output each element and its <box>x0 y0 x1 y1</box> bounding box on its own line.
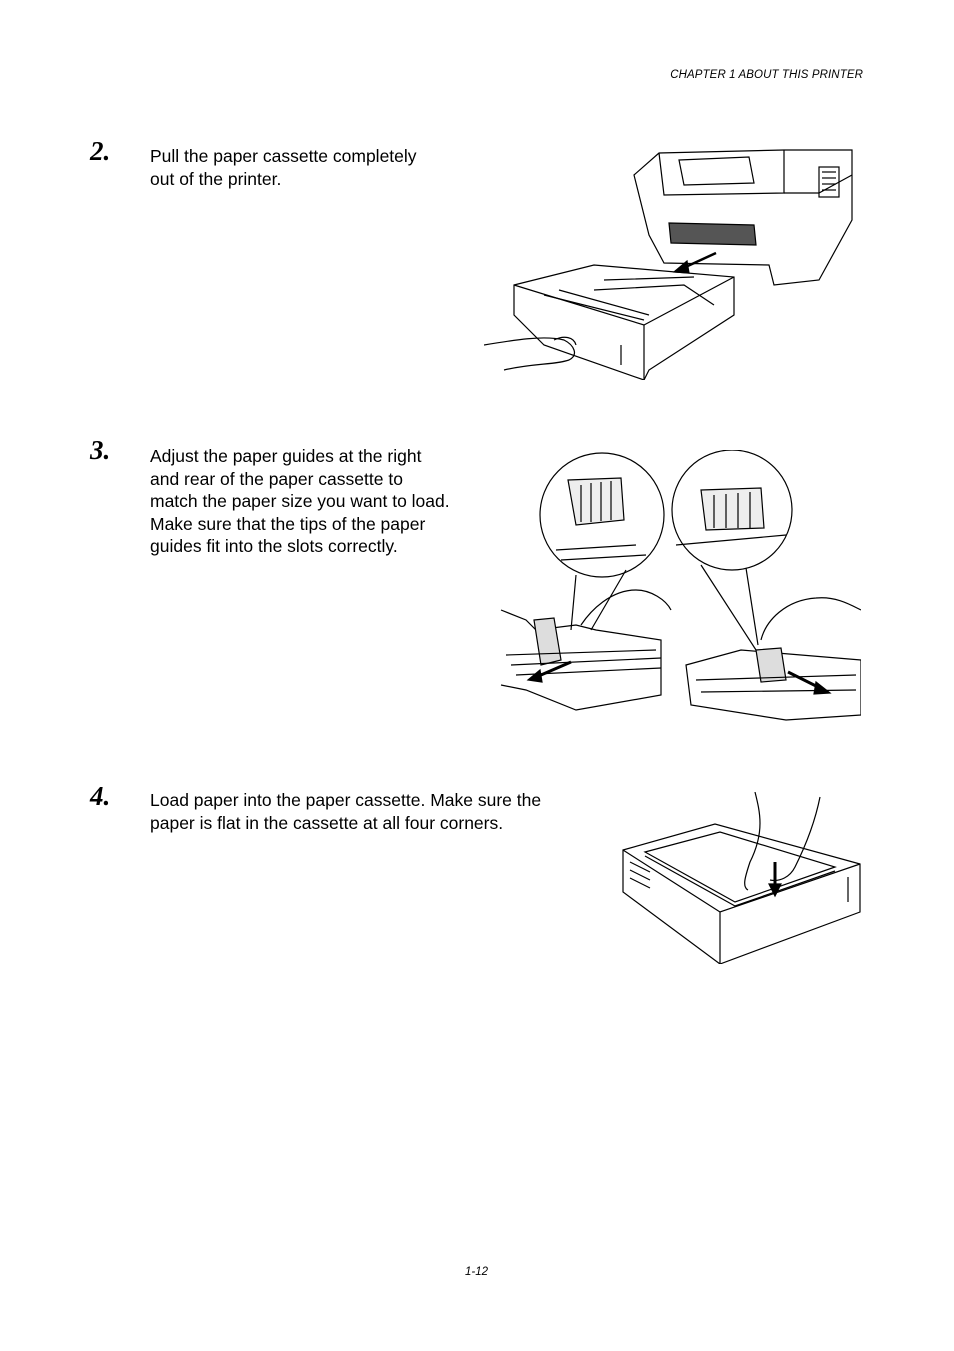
step-3-line-1: Adjust the paper guides at the right <box>150 446 422 466</box>
step-3-line-5: guides fit into the slots correctly. <box>150 536 398 556</box>
step-3-line-2: and rear of the paper cassette to <box>150 468 403 489</box>
step-4-line-2: paper is flat in the cassette at all fou… <box>150 812 504 833</box>
step-3-line-3: match the paper size you want to load. <box>150 491 450 511</box>
step-2-number: 2. <box>90 136 111 166</box>
chapter-header: CHAPTER 1 ABOUT THIS PRINTER <box>670 69 863 81</box>
step-3-line-4: Make sure that the tips of the paper <box>150 513 426 534</box>
step-2-text: Pull the paper cassette completely out o… <box>150 145 417 190</box>
step-4-text: Load paper into the paper cassette. Make… <box>150 789 541 834</box>
page-number: 1-12 <box>465 1266 489 1278</box>
step-3-number: 3. <box>90 435 111 465</box>
step-4-number: 4. <box>90 781 111 811</box>
load-paper-illustration <box>620 792 865 964</box>
step-4-line-1: Load paper into the paper cassette. Make… <box>150 790 542 810</box>
step-3-text: Adjust the paper guides at the right and… <box>150 445 450 558</box>
step-2-line-2: out of the printer. <box>150 168 282 189</box>
pull-cassette-illustration <box>484 145 856 380</box>
step-2-line-1: Pull the paper cassette completely <box>150 146 417 166</box>
adjust-guides-illustration <box>496 450 861 725</box>
